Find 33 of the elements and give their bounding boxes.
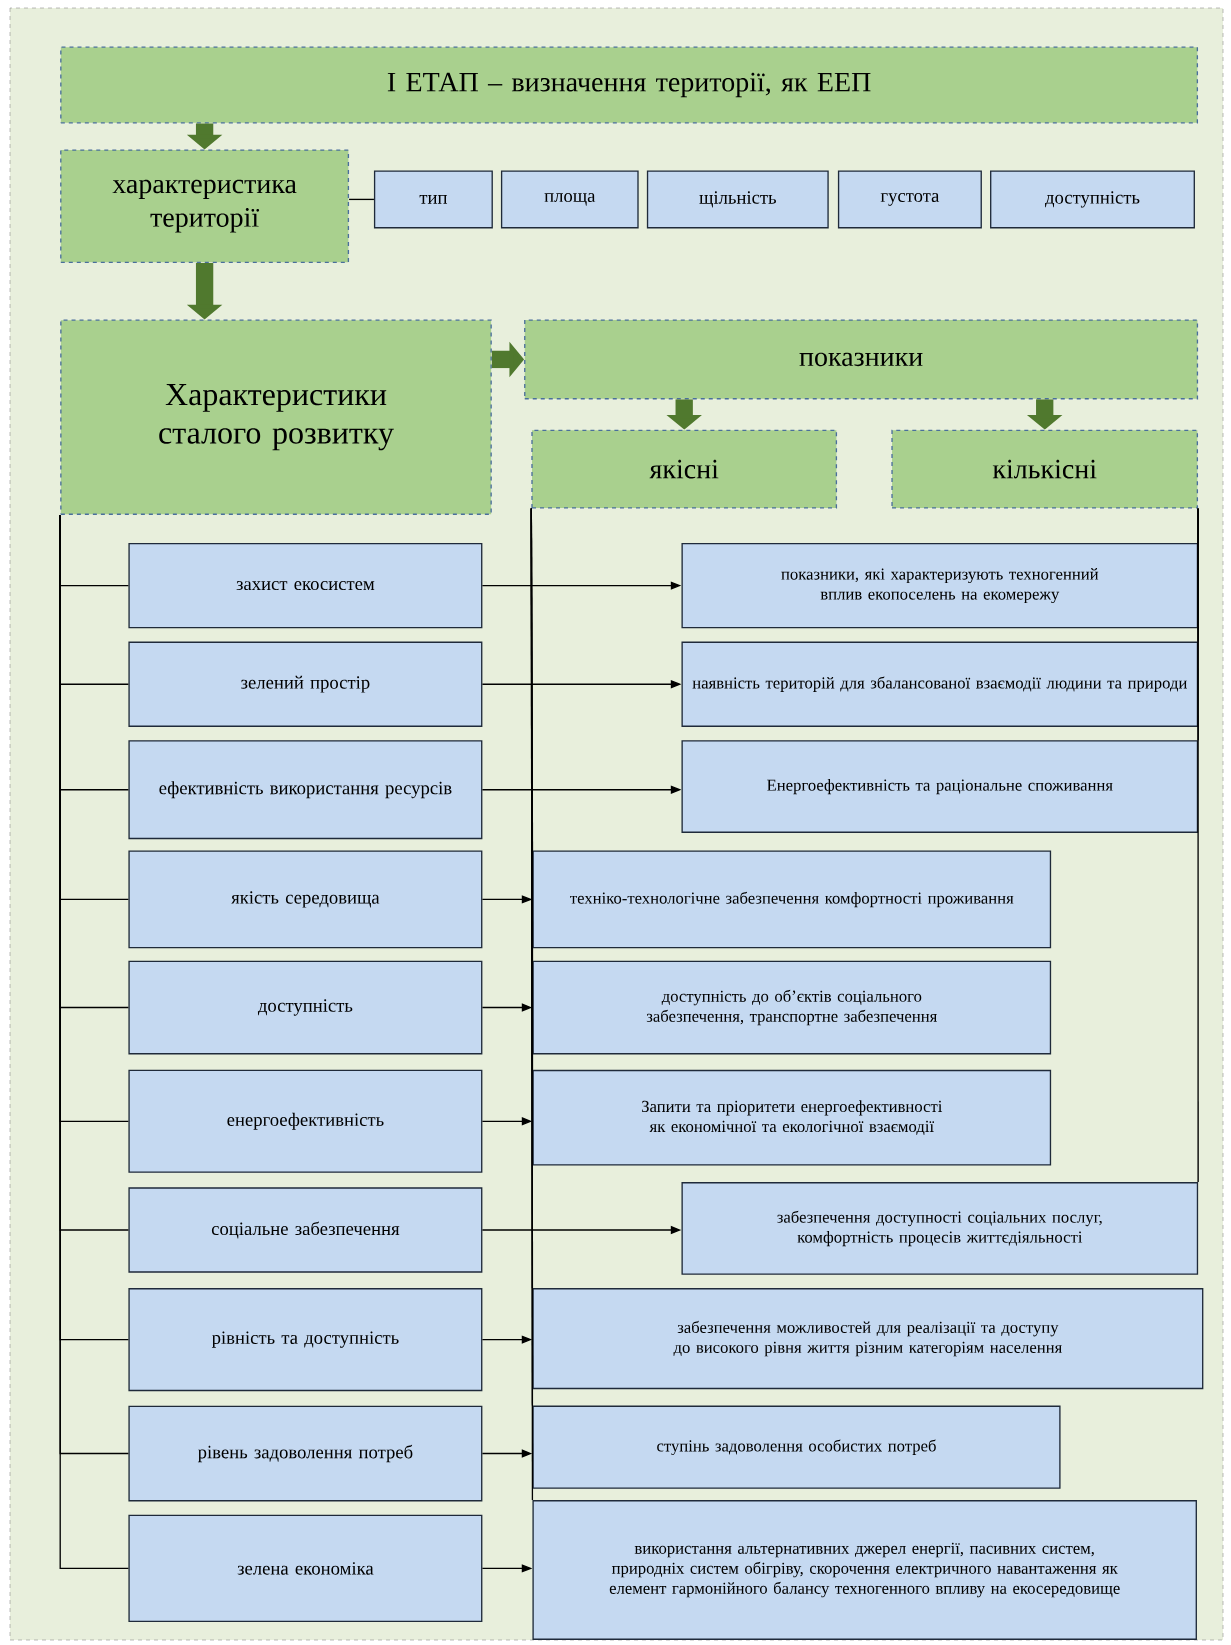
criterion-box: ефективність використання ресурсів	[128, 740, 483, 840]
indicator-box: доступність до об’єктів соціального забезпечення, транспортне забезпечення	[532, 960, 1052, 1055]
indicator-box: забезпечення доступності соціальних послуг, комфортність процесів життєдіяльності	[681, 1182, 1199, 1275]
indicator-box: показники, які характеризують техногенний вплив екопоселень на екомережу	[681, 542, 1199, 629]
indicator-box: забезпечення можливостей для реалізації та доступу до високого рівня життя різним категоріям населення	[532, 1288, 1204, 1390]
attribute-box: тип	[373, 170, 493, 229]
section-box: кількісні	[891, 429, 1199, 509]
stage-box: І ЕТАП – визначення території, як ЕЕП	[60, 46, 1199, 124]
indicator-box: наявність територій для збалансованої взаємодії людини та природи	[681, 641, 1199, 727]
indicator-box: використання альтернативних джерел енергії, пасивних систем, природніх систем обігріву, скорочення електричного навантаження як елемент гармонійного балансу техногенного впливу на екосередовище	[532, 1500, 1197, 1640]
attribute-box: доступність	[990, 170, 1195, 229]
criterion-box: зелений простір	[128, 641, 483, 727]
attribute-box: густота	[837, 170, 982, 229]
section-box: Характеристики сталого розвитку	[60, 319, 492, 515]
connector-line	[348, 198, 375, 201]
criterion-box: зелена економіка	[128, 1514, 483, 1623]
criterion-box: соціальне забезпечення	[128, 1187, 483, 1273]
criterion-box: енергоефективність	[128, 1069, 483, 1173]
criterion-box: доступність	[128, 960, 483, 1055]
criterion-box: якість середовища	[128, 850, 483, 949]
indicator-box: техніко-технологічне забезпечення комфортності проживання	[532, 850, 1052, 949]
criterion-box: захист екосистем	[128, 542, 483, 629]
indicator-box: ступінь задоволення особистих потреб	[532, 1405, 1061, 1489]
section-box: якісні	[531, 429, 838, 509]
connector-line	[1197, 507, 1199, 1183]
section-box: показники	[524, 319, 1199, 400]
section-box: характеристика території	[60, 149, 350, 263]
attribute-box: щільність	[646, 170, 829, 229]
indicator-box: Запити та пріоритети енергоефективності як економічної та екологічної взаємодії	[532, 1069, 1052, 1166]
indicator-box: Енергоефективність та раціональне споживання	[681, 740, 1199, 833]
criterion-box: рівність та доступність	[128, 1288, 483, 1392]
attribute-box: площа	[500, 170, 639, 229]
criterion-box: рівень задоволення потреб	[128, 1405, 483, 1502]
